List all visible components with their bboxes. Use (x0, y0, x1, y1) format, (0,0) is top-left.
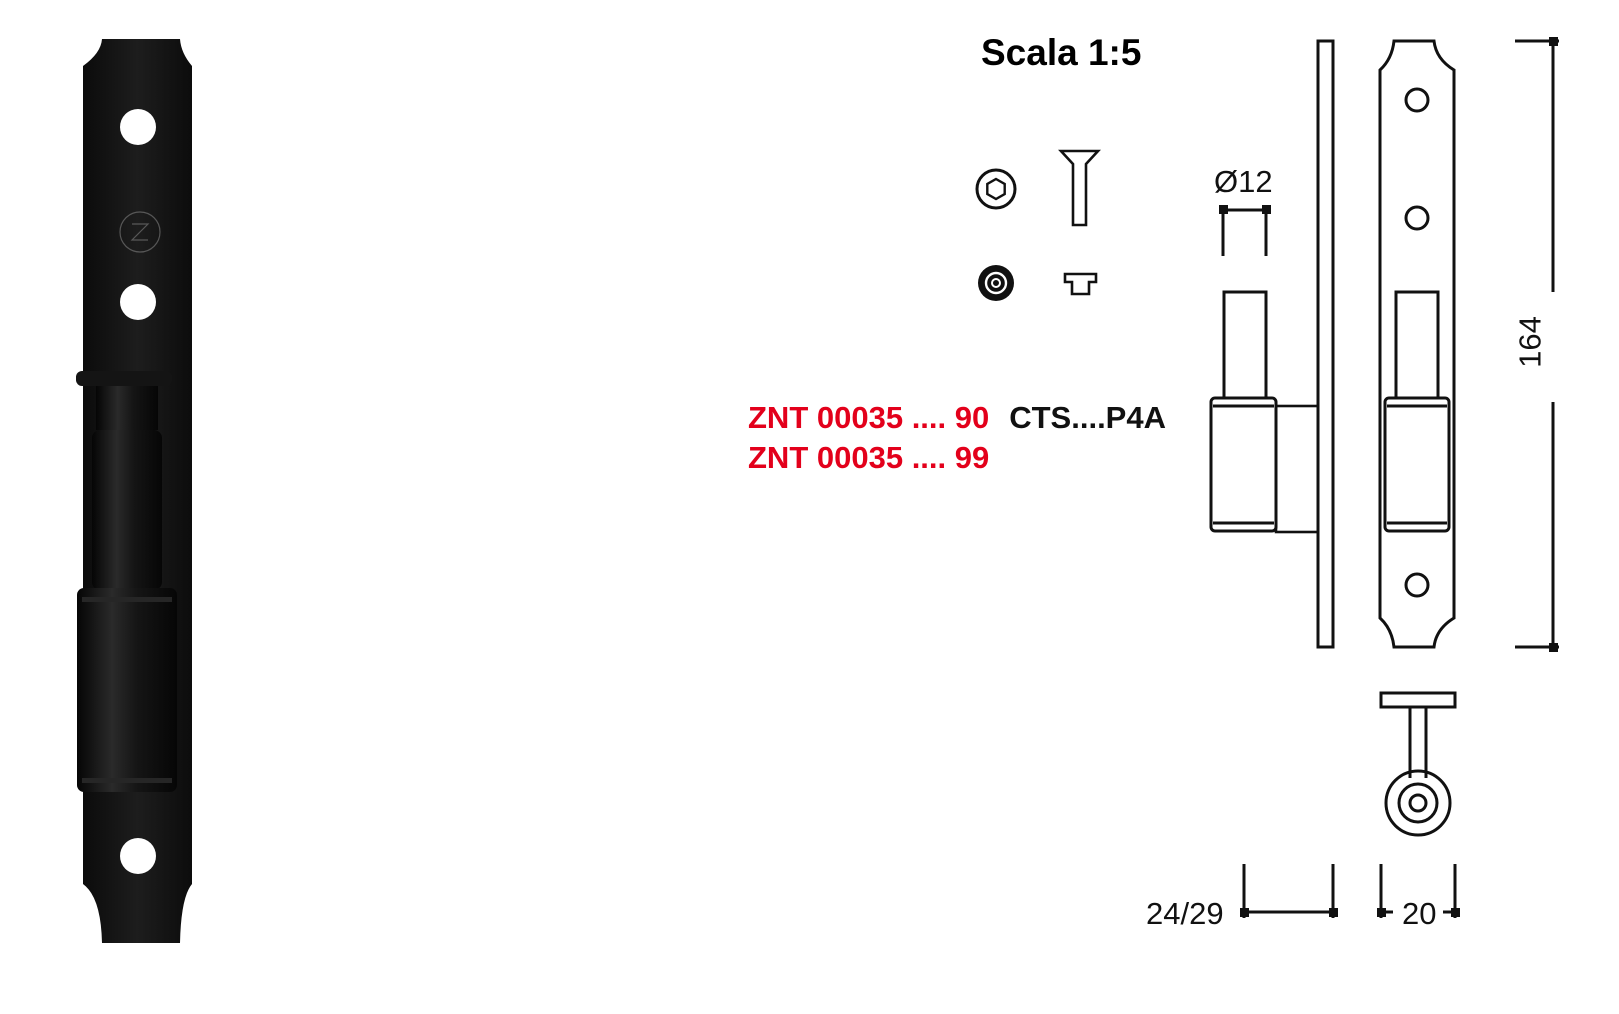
scale-label: Scala 1:5 (981, 32, 1142, 73)
product-code-row: ZNT 00035 .... 90 CTS....P4A (748, 402, 1166, 433)
hinge-bottom-view (1379, 691, 1457, 837)
cap-top-icon (978, 265, 1014, 301)
product-code-row: ZNT 00035 .... 99 (748, 442, 989, 473)
product-code: ZNT 00035 .... 90 (748, 400, 990, 435)
product-code: ZNT 00035 .... 99 (748, 440, 990, 475)
plate-side-view (1316, 39, 1335, 649)
countersunk-screw-side-icon (1058, 149, 1101, 227)
offset-dimension (1242, 864, 1335, 918)
diameter-label: Ø12 (1214, 164, 1273, 199)
plate-front-view (1378, 39, 1456, 649)
cap-side-icon (1063, 272, 1098, 296)
product-code-suffix: CTS....P4A (1009, 400, 1166, 435)
stamp-logo-icon (119, 211, 161, 253)
width-label: 20 (1402, 896, 1437, 931)
height-label: 164 (1512, 316, 1548, 368)
offset-label: 24/29 (1146, 896, 1224, 931)
hex-socket-screw-top-icon (975, 168, 1017, 210)
diameter-dimension (1221, 206, 1268, 256)
